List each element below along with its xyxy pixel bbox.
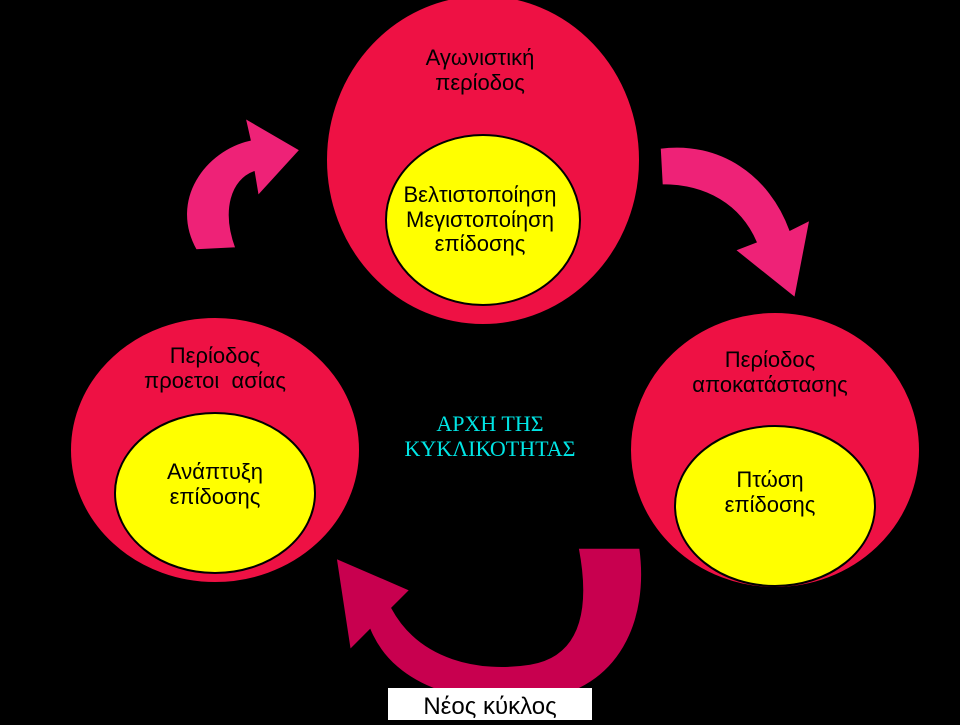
right-outer-line-2: αποκατάστασης (692, 371, 848, 397)
arrow-bottom-new-cycle (335, 547, 643, 703)
arrow-top-to-right (659, 146, 812, 300)
right-inner-line-1: Πτώση (736, 467, 804, 492)
right-inner-line-2: επίδοσης (724, 491, 816, 517)
right-outer-label: Περίοδος αποκατάστασης (630, 347, 910, 397)
top-outer-line-2: περίοδος (435, 69, 525, 95)
center-title: ΑΡΧΗ ΤΗΣ ΚΥΚΛΙΚΟΤΗΤΑΣ (360, 411, 620, 461)
left-inner-label: Ανάπτυξη επίδοσης (80, 459, 350, 509)
right-inner-circle (674, 425, 876, 587)
top-inner-line-1: Βελτιστοποίηση (403, 182, 557, 207)
new-cycle-label: Νέος κύκλος (423, 693, 557, 720)
top-inner-circle (385, 134, 581, 306)
center-title-line-2: ΚΥΚΛΙΚΟΤΗΤΑΣ (404, 435, 576, 461)
right-inner-label: Πτώση επίδοσης (630, 467, 910, 517)
left-inner-line-2: επίδοσης (169, 483, 261, 509)
left-inner-line-1: Ανάπτυξη (167, 459, 263, 484)
left-outer-label: Περίοδος προετοι ασίας (80, 343, 350, 393)
left-inner-circle (114, 412, 316, 574)
top-inner-line-2: Μεγιστοποίηση (406, 206, 554, 232)
left-outer-line-2: προετοι ασίας (144, 367, 286, 393)
top-outer-label: Αγωνιστική περίοδος (330, 45, 630, 95)
left-outer-line-1: Περίοδος (169, 343, 261, 368)
new-cycle-box (388, 688, 592, 720)
top-inner-label: Βελτιστοποίηση Μεγιστοποίηση επίδοσης (330, 182, 630, 257)
right-outer-line-1: Περίοδος (724, 347, 816, 372)
center-title-line-1: ΑΡΧΗ ΤΗΣ (436, 411, 544, 436)
top-inner-line-3: επίδοσης (434, 231, 526, 257)
arrow-left-to-top (185, 116, 302, 251)
top-outer-line-1: Αγωνιστική (425, 45, 535, 70)
